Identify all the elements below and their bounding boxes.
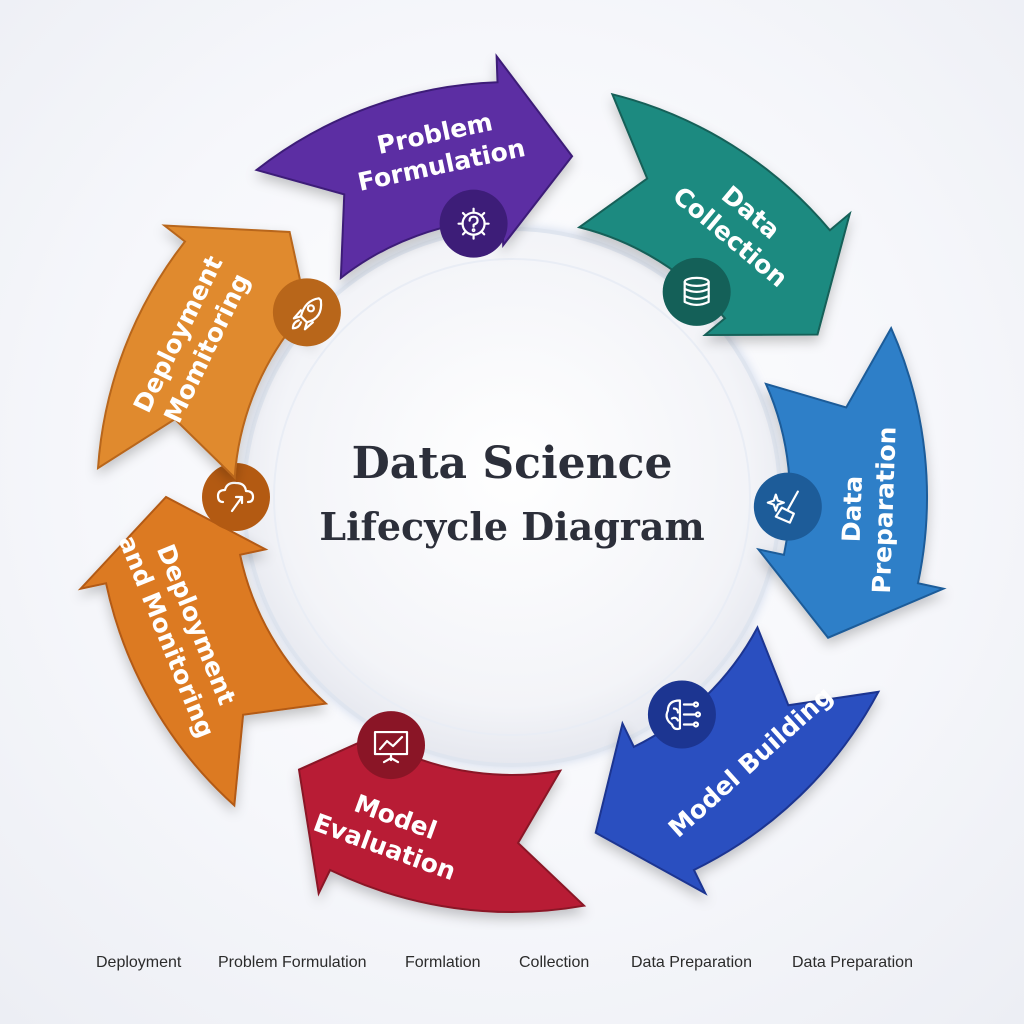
center-title-line1: Data Science [352,438,673,489]
data-preparation-label-line-2: Preparation [867,426,902,594]
brain-circuit-icon [665,699,702,731]
presentation-chart-icon [373,730,409,764]
model-building-arrow [594,625,881,896]
model-building-icon-badge [647,680,716,749]
data-preparation-arrow [755,325,947,639]
segments-layer: ProblemFormulationDataCollectionDataPrep… [77,53,947,913]
footer-label-data-preparation-1: Data Preparation [631,954,752,971]
database-icon [683,276,710,306]
footer-labels: Deployment Problem Formulation Formlatio… [0,946,1024,980]
center-title-line2: Lifecycle Diagram [319,504,704,549]
data-collection-arrow [576,92,852,337]
inner-ring [273,258,751,736]
footer-label-problem-formulation: Problem Formulation [218,954,367,971]
footer-label-data-preparation-2: Data Preparation [792,954,913,971]
problem-formulation-arrow [254,53,574,281]
footer-label-collection: Collection [519,954,590,971]
deployment-monitoring-arrow [96,224,315,480]
rocket-icon [291,297,323,331]
data-preparation-label-line-1: Data [837,475,868,542]
footer-label-deployment: Deployment [96,954,182,971]
deployment-and-monitoring-arrow [77,495,329,808]
broom-sparkle-icon [766,490,799,524]
gear-question-icon [457,207,490,240]
cloud-upload-icon [216,481,255,513]
deployment-monitoring-icon-badge [272,278,341,347]
footer-label-formlation: Formlation [405,954,481,971]
lifecycle-ring: ProblemFormulationDataCollectionDataPrep… [77,53,947,913]
data-preparation-icon-badge [753,472,822,541]
